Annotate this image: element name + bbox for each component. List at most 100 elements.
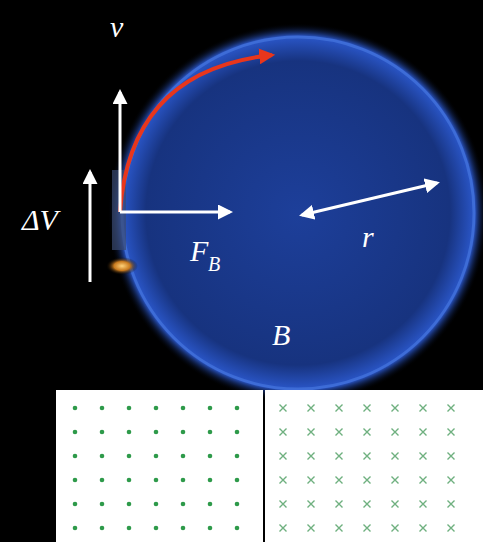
voltage-arrow [89,172,92,282]
field-in-cross [448,453,455,460]
field-in-cross [448,525,455,532]
field-out-dot [181,430,186,435]
field-out-dot [208,430,213,435]
field-out-dot [181,454,186,459]
field-in-cross [448,477,455,484]
field-in-cross [420,477,427,484]
field-out-dot [127,478,132,483]
field-out-dot [235,526,240,531]
field-in-cross [336,429,343,436]
field-in-panel [265,390,483,542]
field-in-cross [364,501,371,508]
field-out-dot [154,526,159,531]
field-out-dot [154,406,159,411]
field-out-dot [127,406,132,411]
beam-glow [108,23,483,403]
field-in-cross [392,405,399,412]
field-in-cross [336,453,343,460]
field-out-dot [100,406,105,411]
velocity-arrow [119,92,122,212]
field-out-dot [127,526,132,531]
field-out-dot [100,454,105,459]
field-in-cross [392,429,399,436]
field-out-dot [181,526,186,531]
field-in-cross [420,525,427,532]
field-out-dot [235,430,240,435]
force-arrow [120,211,230,214]
radius-label: r [362,222,374,252]
field-in-cross [392,525,399,532]
field-out-dot [208,502,213,507]
field-out-dot [235,406,240,411]
field-out-dot [73,430,78,435]
field-out-dot [235,454,240,459]
field-out-dot [100,526,105,531]
field-in-cross [392,501,399,508]
field-out-dot [181,478,186,483]
field-in-cross [364,429,371,436]
field-in-cross [308,477,315,484]
field-out-dot [73,478,78,483]
field-in-cross [392,477,399,484]
field-in-cross [280,453,287,460]
field-in-cross [280,429,287,436]
field-in-cross [364,477,371,484]
field-out-dot [154,430,159,435]
field-in-cross [308,429,315,436]
field-out-dot [73,502,78,507]
field-out-dot [181,502,186,507]
field-in-cross [420,501,427,508]
field-in-cross [308,501,315,508]
field-in-cross [448,405,455,412]
field-out-dot [235,478,240,483]
radius-arrow [302,183,437,215]
field-in-cross [308,453,315,460]
field-in-cross [280,405,287,412]
field-out-dot [154,454,159,459]
field-out-dot [73,406,78,411]
field-in-cross [392,453,399,460]
electron-path [120,55,272,212]
field-in-cross [336,501,343,508]
field-in-cross [420,453,427,460]
field-label: B [272,320,290,350]
field-out-dot [127,454,132,459]
field-in-cross [280,525,287,532]
field-out-dot [127,502,132,507]
field-out-dot [208,454,213,459]
field-out-dot [127,430,132,435]
field-out-panel [56,390,263,542]
field-in-cross [280,501,287,508]
field-out-dot [73,454,78,459]
field-in-cross [448,501,455,508]
field-in-cross [420,405,427,412]
field-out-dot [100,430,105,435]
field-in-cross [336,477,343,484]
field-in-cross [308,525,315,532]
field-out-dot [154,502,159,507]
field-in-cross [308,405,315,412]
field-out-dot [100,478,105,483]
field-in-cross [336,405,343,412]
field-out-dot [208,478,213,483]
field-out-dot [154,478,159,483]
voltage-label: ΔV [22,205,58,235]
field-in-cross [336,525,343,532]
field-in-cross [420,429,427,436]
filament-glow [106,257,138,275]
field-out-dot [208,406,213,411]
velocity-label: v [110,12,123,42]
field-in-cross [280,477,287,484]
field-out-dot [100,502,105,507]
force-label: F [190,236,208,266]
field-in-cross [364,453,371,460]
field-out-dot [181,406,186,411]
field-out-dot [208,526,213,531]
field-in-cross [364,525,371,532]
field-out-dot [235,502,240,507]
field-out-dot [73,526,78,531]
field-in-cross [448,429,455,436]
force-subscript: B [208,254,220,274]
